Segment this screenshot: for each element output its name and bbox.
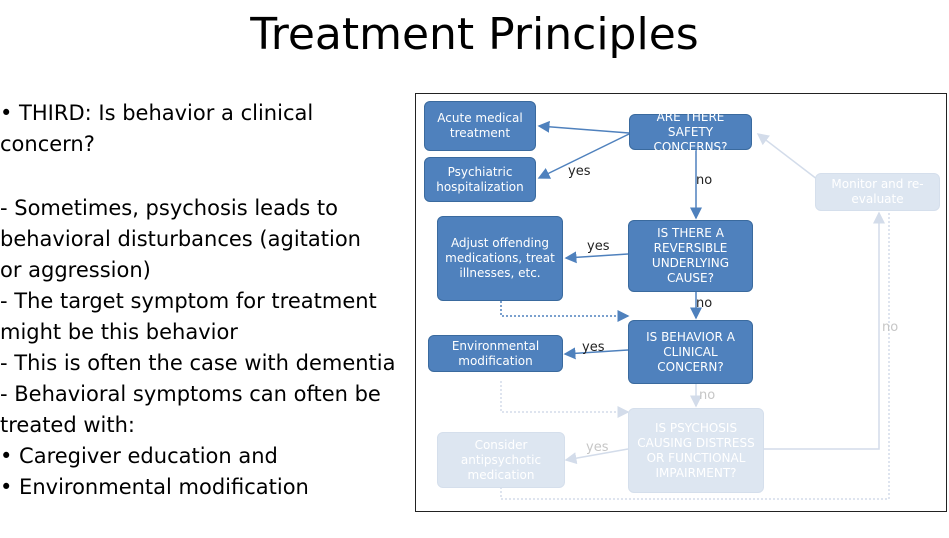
no-label-behavior: no — [699, 388, 716, 403]
arrow-antipsychotic-to-monitor — [500, 213, 890, 500]
yes-label-safety: yes — [568, 164, 591, 179]
bullet-third: • THIRD: Is behavior a clinical — [0, 101, 314, 125]
arrow-monitor-to-safety — [756, 133, 827, 187]
arrow-envmod-to-psychosis — [500, 381, 630, 418]
arrow-safety-to-acute — [537, 120, 630, 134]
bullet-sometimes: - Sometimes, psychosis leads to — [0, 196, 338, 220]
yes-label-behavior: yes — [582, 340, 605, 355]
reversible-cause-node: IS THERE A REVERSIBLE UNDERLYING CAUSE? — [628, 220, 753, 292]
monitor-reevaluate-node: Monitor and re-evaluate — [815, 173, 940, 211]
psychiatric-hospitalization-node: Psychiatric hospitalization — [424, 157, 536, 202]
safety-concerns-node: ARE THERE SAFETY CONCERNS? — [629, 110, 752, 154]
psychosis-distress-node: IS PSYCHOSIS CAUSING DISTRESS OR FUNCTIO… — [628, 408, 764, 493]
flowchart-connectors — [500, 120, 890, 500]
bullet-sometimes-cont2: or aggression) — [0, 258, 151, 282]
yes-label-reversible: yes — [587, 239, 610, 254]
environmental-modification-node: Environmental modification — [428, 335, 563, 372]
bullet-behavioral: - Behavioral symptoms can often be — [0, 382, 381, 406]
slide-title: Treatment Principles — [250, 9, 699, 60]
acute-medical-treatment-node: Acute medical treatment — [424, 101, 536, 151]
bullet-target: - The target symptom for treatment — [0, 289, 377, 313]
bullet-dementia: - This is often the case with dementia — [0, 351, 396, 375]
behavior-clinical-concern-node: IS BEHAVIOR A CLINICAL CONCERN? — [628, 320, 753, 384]
bullet-target-cont: might be this behavior — [0, 320, 238, 344]
bullet-third-cont: concern? — [0, 132, 95, 156]
adjust-medications-node: Adjust offending medications, treat illn… — [437, 216, 563, 301]
no-label-reversible: no — [696, 296, 713, 311]
sub-bullet-environmental: • Environmental modification — [0, 475, 309, 499]
antipsychotic-medication-node: Consider antipsychotic medication — [437, 432, 565, 488]
bullet-behavioral-cont: treated with: — [0, 413, 135, 437]
arrow-safety-to-hospitalization — [537, 133, 630, 179]
arrow-psychosis-to-monitor — [764, 211, 885, 450]
no-label-psychosis: no — [882, 320, 899, 335]
arrow-adjust-to-behavior — [500, 301, 630, 322]
arrow-reversible-to-adjust — [564, 251, 629, 264]
arrow-psychosis-to-antipsychotic — [564, 448, 629, 465]
arrow-behavior-to-envmod — [563, 347, 629, 360]
flowchart: Acute medical treatment Psychiatric hosp… — [415, 93, 947, 512]
no-label-safety: no — [696, 173, 713, 188]
bullet-sometimes-cont1: behavioral disturbances (agitation — [0, 227, 361, 251]
yes-label-psychosis: yes — [586, 440, 609, 455]
sub-bullet-caregiver: • Caregiver education and — [0, 444, 278, 468]
